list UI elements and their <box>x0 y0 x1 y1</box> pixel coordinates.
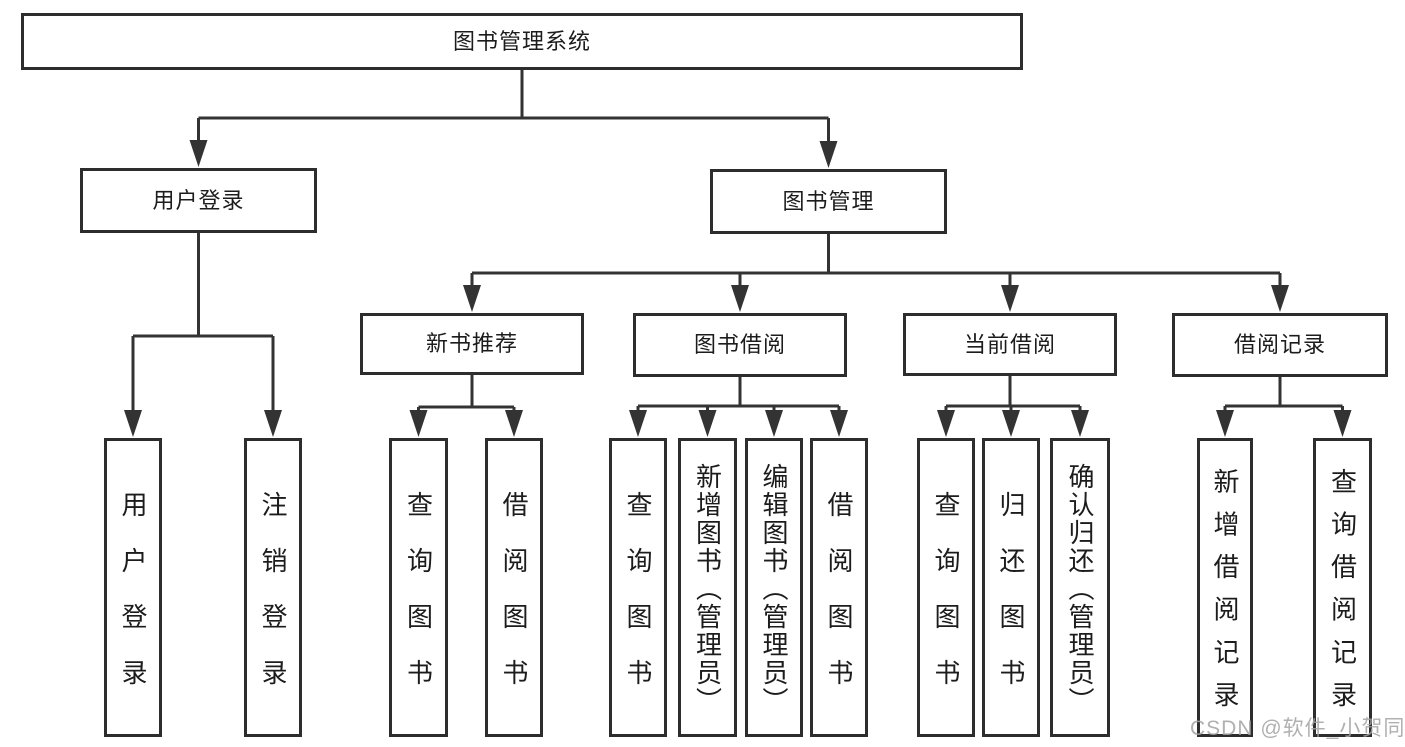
node-nbr-borrow: 借阅图书 <box>485 438 543 737</box>
node-label-user-login: 用户登录 <box>152 187 245 213</box>
watermark: CSDN @软件_小贺同学 <box>1190 717 1405 740</box>
node-nbr-query: 查询图书 <box>389 438 448 737</box>
node-label-br-query: 查询借阅记录 <box>1327 467 1358 724</box>
node-label-logout-leaf: 注销登录 <box>258 490 288 715</box>
node-label-new-book-rec: 新书推荐 <box>425 331 518 356</box>
node-label-cb-return: 归还图书 <box>996 490 1026 715</box>
node-label-br-add: 新增借阅记录 <box>1210 467 1240 724</box>
node-bb-query: 查询图书 <box>609 438 667 737</box>
node-bb-borrow: 借阅图书 <box>810 438 868 737</box>
node-new-book-rec: 新书推荐 <box>360 313 584 375</box>
node-cb-query: 查询图书 <box>917 438 975 737</box>
node-label-login-leaf: 用户登录 <box>118 490 148 715</box>
node-label-borrow-records: 借阅记录 <box>1233 332 1326 357</box>
node-current-borrow: 当前借阅 <box>903 313 1117 376</box>
node-label-root: 图书管理系统 <box>452 28 591 54</box>
node-label-bb-add: 新增图书（管理员） <box>692 462 723 715</box>
node-label-bb-edit: 编辑图书（管理员） <box>759 462 789 715</box>
node-cb-return: 归还图书 <box>982 438 1040 737</box>
node-cb-confirm: 确认归还（管理员） <box>1050 438 1110 737</box>
node-book-borrow: 图书借阅 <box>633 313 847 377</box>
node-root: 图书管理系统 <box>21 13 1023 70</box>
node-label-current-borrow: 当前借阅 <box>963 331 1056 357</box>
node-login-leaf: 用户登录 <box>104 438 162 737</box>
node-label-cb-query: 查询图书 <box>931 490 961 715</box>
node-borrow-records: 借阅记录 <box>1172 313 1388 377</box>
node-label-nbr-query: 查询图书 <box>403 490 434 715</box>
node-br-query: 查询借阅记录 <box>1313 438 1372 737</box>
node-label-nbr-borrow: 借阅图书 <box>499 490 529 715</box>
node-label-book-borrow: 图书借阅 <box>693 332 786 357</box>
node-label-bb-borrow: 借阅图书 <box>824 490 854 715</box>
node-label-bb-query: 查询图书 <box>623 490 653 715</box>
node-bb-add: 新增图书（管理员） <box>678 438 737 737</box>
node-bb-edit: 编辑图书（管理员） <box>745 438 803 737</box>
node-book-mgmt: 图书管理 <box>710 169 947 234</box>
node-label-cb-confirm: 确认归还（管理员） <box>1065 462 1095 715</box>
node-label-book-mgmt: 图书管理 <box>782 188 875 214</box>
node-user-login: 用户登录 <box>80 168 317 233</box>
node-br-add: 新增借阅记录 <box>1197 438 1253 737</box>
node-logout-leaf: 注销登录 <box>244 438 302 737</box>
